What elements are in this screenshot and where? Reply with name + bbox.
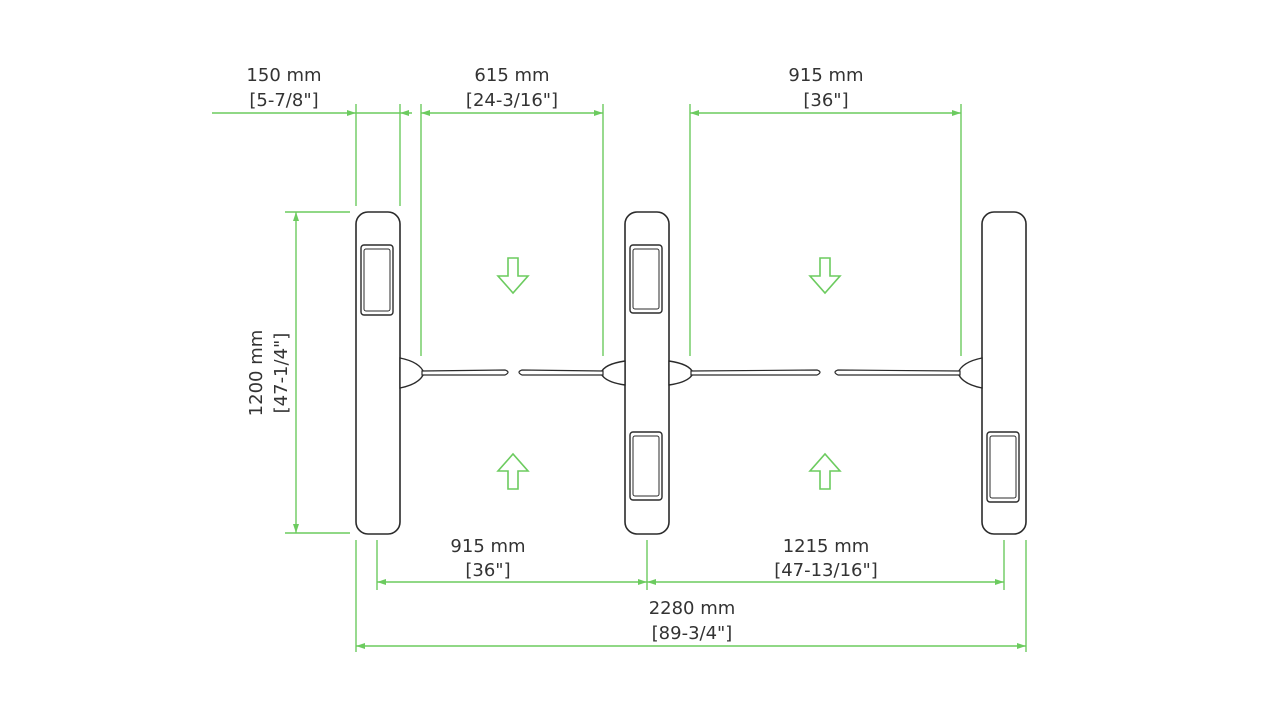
cabinet-right <box>981 211 1027 535</box>
gate-hub-right <box>957 357 983 389</box>
gate-hub-middle-left <box>600 360 626 386</box>
gate-arm-3 <box>690 369 821 376</box>
gate-arm-4 <box>834 369 961 376</box>
extension-lines <box>285 104 1027 652</box>
label-cabinet-width-imperial: [5-7/8"] <box>249 90 318 111</box>
dimension-overall-width <box>356 643 1026 649</box>
dimension-left-lane <box>377 579 647 585</box>
entry-direction-arrow-down-icon <box>808 257 842 295</box>
exit-direction-arrow-up-icon <box>808 452 842 490</box>
label-cabinet-width-metric: 150 mm <box>246 65 321 86</box>
label-right-lane-imperial: [47-13/16"] <box>774 560 878 581</box>
dimension-cabinet-length <box>293 212 299 533</box>
gate-arm-2 <box>518 369 604 376</box>
label-left-lane-metric: 915 mm <box>450 536 525 557</box>
exit-direction-arrow-up-icon <box>496 452 530 490</box>
label-cabinet-length-metric: 1200 mm <box>246 330 267 417</box>
label-gate-clearance-imperial: [24-3/16"] <box>466 90 558 111</box>
label-gate-clearance-metric: 615 mm <box>474 65 549 86</box>
gate-hub-middle-right <box>668 360 694 386</box>
gate-hub-left <box>399 357 425 389</box>
cabinet-left <box>355 211 401 535</box>
label-cabinet-length-imperial: [47-1/4"] <box>271 333 292 414</box>
dimension-right-opening <box>690 110 961 116</box>
label-overall-width-imperial: [89-3/4"] <box>652 623 733 644</box>
label-left-lane-imperial: [36"] <box>465 560 510 581</box>
label-right-lane-metric: 1215 mm <box>783 536 870 557</box>
label-right-opening-metric: 915 mm <box>788 65 863 86</box>
dimension-gate-clearance <box>421 110 603 116</box>
gate-arm-1 <box>421 369 509 376</box>
dimension-right-lane <box>647 579 1004 585</box>
label-right-opening-imperial: [36"] <box>803 90 848 111</box>
entry-direction-arrow-down-icon <box>496 257 530 295</box>
cabinet-middle <box>624 211 670 535</box>
label-overall-width-metric: 2280 mm <box>649 598 736 619</box>
dimension-cabinet-width <box>212 110 412 116</box>
